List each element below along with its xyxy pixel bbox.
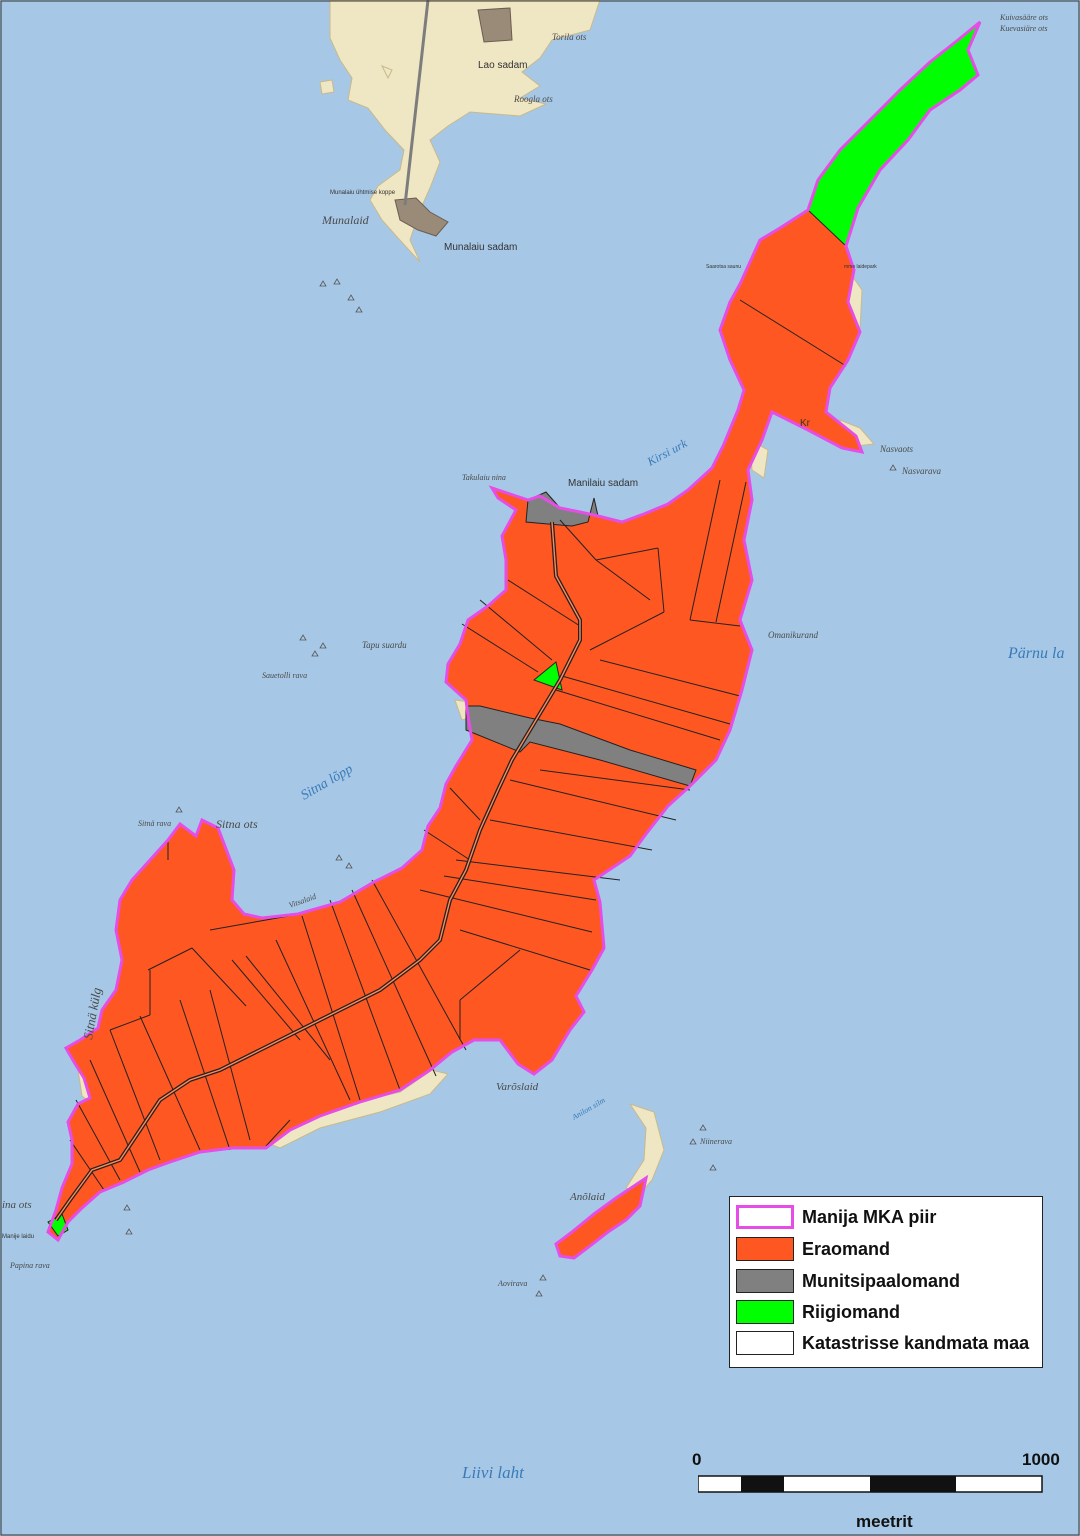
legend-item-municipal: Munitsipaalomand [736,1267,960,1295]
label-nasvaots: Nasvaots [879,444,914,454]
parcel-lines [69,299,847,1191]
scale-start: 0 [692,1450,702,1469]
label-niinerava: Niinerava [699,1137,732,1146]
label-saarotsa: Saarotsa saunu [706,264,741,270]
scale-unit: meetrit [856,1512,913,1531]
private-land-anolaid [554,1174,649,1260]
legend-label: Eraomand [802,1238,891,1259]
legend-label: Riigiomand [802,1301,900,1322]
munalaid-harbor [394,7,513,237]
label-aovirava: Aovirava [497,1279,527,1288]
scale-bar-graphic [698,1475,1043,1493]
legend-label: Munitsipaalomand [802,1270,961,1291]
label-anolaid: Anõlaid [569,1191,605,1203]
munalaid-causeway [403,0,430,206]
label-takulaiu-nina: Takulaiu nina [462,473,506,482]
legend-label: Manija MKA piir [802,1206,937,1227]
legend-item-private: Eraomand [736,1235,890,1263]
legend-item-state: Riigiomand [736,1298,900,1326]
label-liivi-laht: Liivi laht [461,1463,525,1482]
scale-end: 1000 [1022,1450,1060,1469]
label-roogla-ots: Roogla ots [513,94,553,104]
legend-label: Katastrisse kandmata maa [802,1332,1030,1353]
legend-swatch-municipal [736,1269,794,1293]
label-mme-laid: mme laidepark [844,264,877,270]
scale-bar: 0 1000 meetrit [690,1450,1060,1536]
label-sitna-ots: Sitna ots [216,817,258,831]
label-omanikurand: Omanikurand [768,630,818,640]
label-papina-rava: Papina rava [9,1261,50,1270]
label-kr: Kr [800,418,811,429]
main-road-inner [55,521,581,1221]
label-manilaiu-sadam: Manilaiu sadam [568,478,638,489]
label-torila-ots: Torila ots [552,32,587,42]
label-munalaiu-sadam: Munalaiu sadam [444,242,517,253]
legend-swatch-mka-boundary [736,1205,794,1229]
label-kuivasaare-1: Kuivasääre ots [999,13,1048,22]
label-tapu-suardu: Tapu suardu [362,640,407,650]
label-munalaiu-small: Munalaiu ühtmise koppe [330,190,396,196]
rock-markers [123,278,897,1297]
label-munalaid: Munalaid [321,213,370,227]
label-nasvarava: Nasvarava [901,466,941,476]
legend-swatch-unregistered [736,1331,794,1355]
label-sauetolli: Sauetolli rava [262,671,307,680]
label-varoslaid: Varõslaid [496,1081,539,1093]
label-sitna-rava: Sitnä rava [138,819,171,828]
label-ina-ots: ina ots [2,1199,32,1211]
legend: Manija MKA piir Eraomand Munitsipaaloman… [729,1196,1043,1368]
label-parnu-laht: Pärnu la [1007,645,1064,662]
legend-item-unregistered: Katastrisse kandmata maa [736,1329,1029,1357]
mka-boundary [46,20,982,1243]
label-manije-laidu: Manije laidu [2,1234,34,1240]
label-lao-sadam: Lao sadam [478,60,527,71]
legend-swatch-private [736,1237,794,1261]
legend-item-mka-boundary: Manija MKA piir [736,1203,936,1231]
label-kuivasaare-2: Kuevasiäre ots [999,24,1047,33]
legend-swatch-state [736,1300,794,1324]
